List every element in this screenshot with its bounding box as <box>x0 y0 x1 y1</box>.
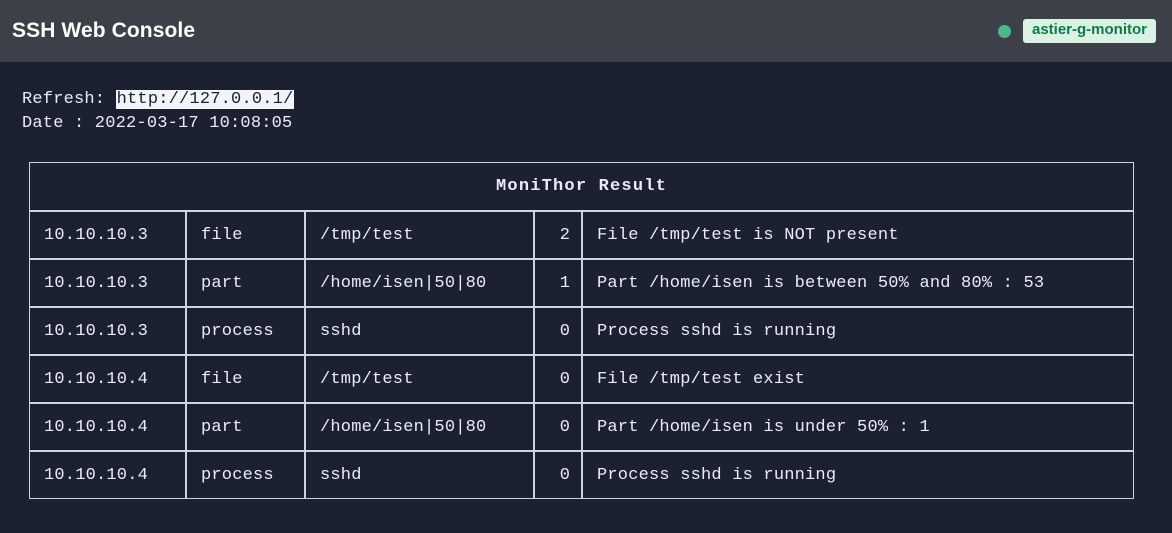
header-status-group: astier-g-monitor <box>997 19 1156 43</box>
cell-code: 0 <box>534 307 582 355</box>
refresh-line: Refresh: http://127.0.0.1/ <box>22 88 1172 112</box>
cell-host: 10.10.10.3 <box>29 307 186 355</box>
status-badge-hostname[interactable]: astier-g-monitor <box>1022 19 1156 43</box>
refresh-url-link[interactable]: http://127.0.0.1/ <box>115 90 295 109</box>
cell-host: 10.10.10.3 <box>29 259 186 307</box>
app-header-bar: SSH Web Console astier-g-monitor <box>0 0 1172 62</box>
cell-code: 0 <box>534 355 582 403</box>
cell-host: 10.10.10.4 <box>29 403 186 451</box>
cell-arg: /tmp/test <box>305 355 534 403</box>
info-block: Refresh: http://127.0.0.1/ Date : 2022-0… <box>0 62 1172 136</box>
cell-type: process <box>186 307 305 355</box>
cell-type: part <box>186 403 305 451</box>
refresh-label: Refresh: <box>22 90 116 109</box>
cell-type: part <box>186 259 305 307</box>
cell-code: 1 <box>534 259 582 307</box>
cell-message: Part /home/isen is under 50% : 1 <box>582 403 1135 451</box>
table-caption-row: MoniThor Result <box>29 162 1135 211</box>
cell-message: Part /home/isen is between 50% and 80% :… <box>582 259 1135 307</box>
cell-type: file <box>186 355 305 403</box>
cell-message: File /tmp/test is NOT present <box>582 211 1135 259</box>
cell-type: process <box>186 451 305 499</box>
cell-arg: /home/isen|50|80 <box>305 403 534 451</box>
app-title: SSH Web Console <box>12 19 196 42</box>
date-line: Date : 2022-03-17 10:08:05 <box>22 114 293 133</box>
cell-host: 10.10.10.3 <box>29 211 186 259</box>
table-caption: MoniThor Result <box>29 162 1135 211</box>
cell-host: 10.10.10.4 <box>29 355 186 403</box>
cell-message: File /tmp/test exist <box>582 355 1135 403</box>
connection-status-dot <box>997 24 1011 38</box>
cell-code: 2 <box>534 211 582 259</box>
cell-arg: sshd <box>305 451 534 499</box>
cell-message: Process sshd is running <box>582 307 1135 355</box>
cell-arg: /home/isen|50|80 <box>305 259 534 307</box>
table-head: MoniThor Result <box>29 162 1135 211</box>
cell-code: 0 <box>534 403 582 451</box>
cell-code: 0 <box>534 451 582 499</box>
cell-arg: sshd <box>305 307 534 355</box>
cell-arg: /tmp/test <box>305 211 534 259</box>
cell-host: 10.10.10.4 <box>29 451 186 499</box>
cell-message: Process sshd is running <box>582 451 1135 499</box>
cell-type: file <box>186 211 305 259</box>
